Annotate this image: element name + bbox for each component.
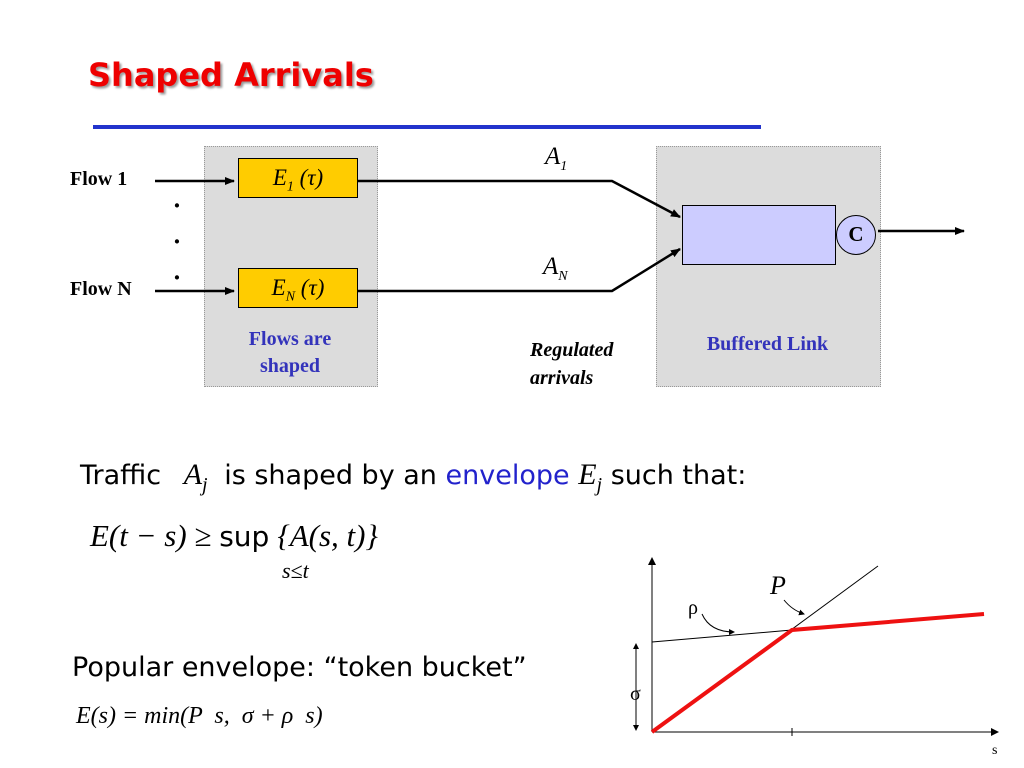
envelope-1-arg: (τ) [299,165,324,190]
buffer-queue-box [682,205,836,265]
envelope-N-arg: (τ) [300,275,325,300]
token-bucket-curve [650,612,985,734]
buffered-link-caption: Buffered Link [706,333,829,355]
traffic-symbol: Aj [183,458,208,496]
formula-sup: sup [219,520,270,553]
diagram-connectors [155,177,965,295]
formula-rhs: {A(s, t)} [277,518,378,553]
arrival-N-subscript: N [558,269,568,284]
capacity-label: C [848,222,864,246]
arrival-N-symbol: A [543,253,559,280]
shaped-caption-line1: Flows are [248,328,332,350]
dot: · [172,191,182,220]
arrival-1-symbol: A [545,143,561,170]
envelope-1-box: E1 (τ) [238,158,358,198]
arrival-1-label: A1 [545,143,567,175]
envelope-symbol-main: E [578,458,597,491]
arrival-1-subscript: 1 [560,159,568,174]
flow1-label: Flow 1 [70,168,128,190]
formula-lhs: E(t − s) ≥ [90,518,220,553]
slide-title: Shaped Arrivals [88,56,374,94]
traffic-symbol-main: A [183,458,203,491]
arrival1-line [358,179,681,219]
arrivalN-line [358,247,681,293]
token-bucket-formula: E(s) = min(P s, σ + ρ s) [76,703,323,729]
envelope-1-subscript: 1 [286,179,294,195]
envelope-symbol-sub: j [596,474,603,496]
regulated-caption-line1: Regulated [530,339,614,361]
arrival-N-label: AN [543,253,568,285]
buffered-link-panel [656,146,881,387]
shaped-caption-line2: shaped [259,355,321,377]
regulated-caption-line2: arrivals [530,367,594,389]
formula-subscript: s≤t [282,558,309,583]
such-that-text: such that: [610,460,747,491]
sustained-rate-line [651,629,793,643]
dot: · [172,227,182,256]
peak-pointer [783,599,805,616]
rho-pointer [701,613,735,635]
envelope-1-symbol: E [272,165,287,190]
ellipsis-dots: · · · [170,188,184,296]
regulated-caption: Regulated arrivals [530,336,613,392]
shaped-by-text: is shaped by an [224,460,437,491]
envelope-symbol: Ej [578,458,602,496]
envelope-word: envelope [445,460,570,491]
title-underline [93,125,761,129]
envelope-N-box: EN (τ) [238,268,358,308]
envelope-N-subscript: N [285,289,296,305]
sigma-label: σ [630,683,641,705]
capacity-circle: C [836,215,876,255]
traffic-symbol-sub: j [202,474,208,496]
shaped-caption: Flows are shaped [204,326,376,380]
traffic-word: Traffic [80,460,162,491]
dot: · [172,263,182,292]
rho-label: ρ [688,597,698,619]
traffic-sentence: Traffic Aj is shaped by an envelope Ej s… [80,458,746,497]
token-bucket-graph: P ρ σ s [630,557,999,758]
flowN-label: Flow N [70,278,132,300]
envelope-N-symbol: E [271,275,286,300]
popular-envelope-text: Popular envelope: “token bucket” [72,652,527,683]
envelope-formula: E(t − s) ≥ sup{A(s, t)} [90,518,378,554]
peak-label: P [769,571,786,600]
s-axis-label: s [992,743,997,758]
